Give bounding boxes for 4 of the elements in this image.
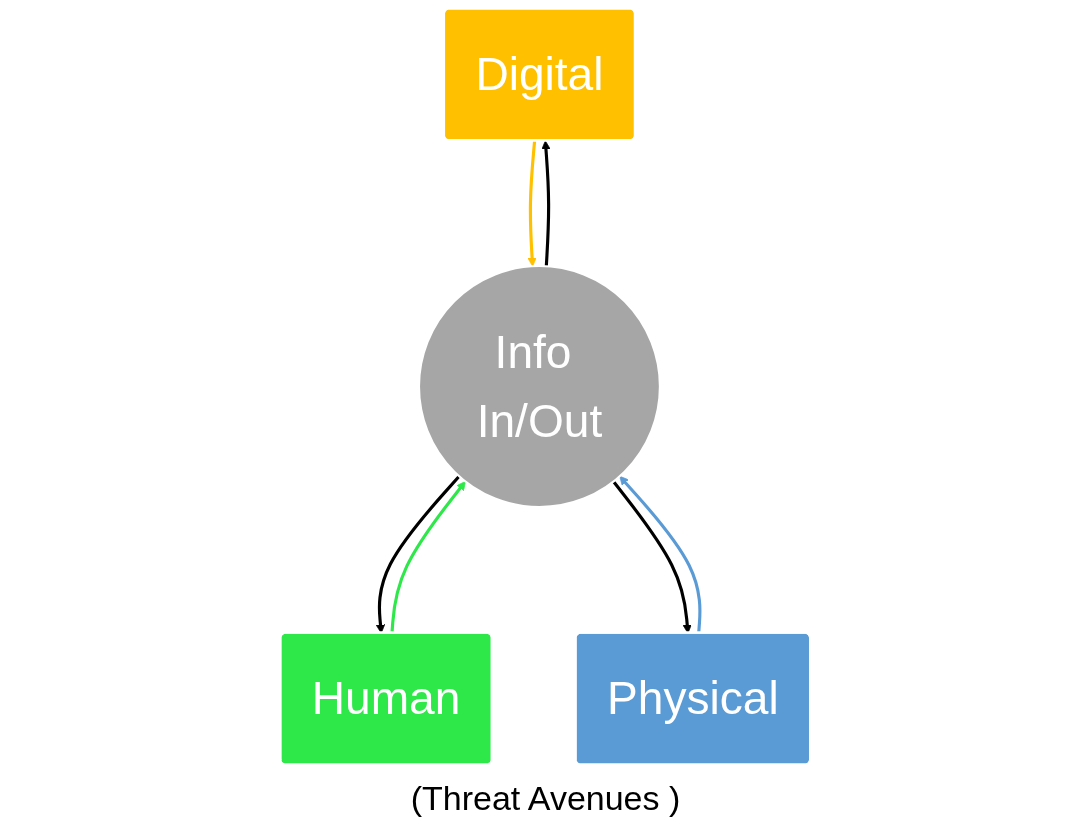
caption: (Threat Avenues ): [410, 779, 681, 818]
node-circle: Info In/Out: [418, 265, 662, 508]
arrow: [527, 140, 537, 267]
arrow: [541, 140, 551, 267]
